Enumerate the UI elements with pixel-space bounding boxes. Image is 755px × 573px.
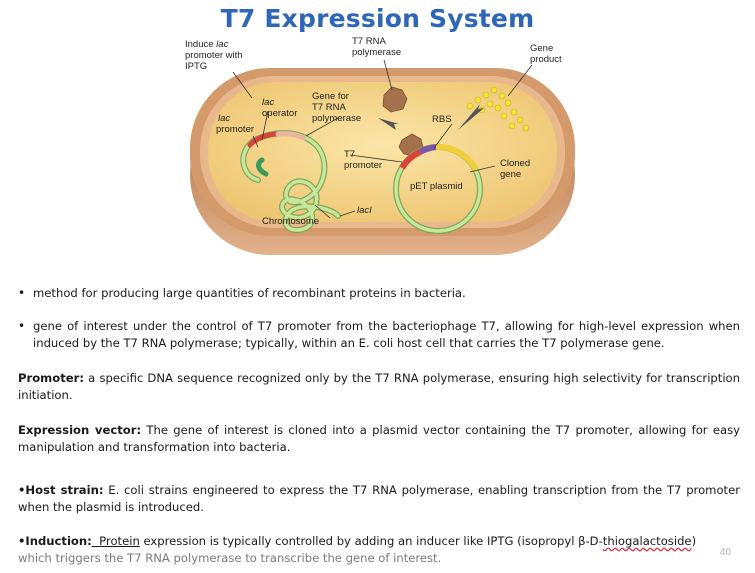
induction-paragraph: •Induction: Protein expression is typica… — [18, 534, 697, 565]
leader-lines — [232, 59, 533, 219]
svg-text:product: product — [530, 54, 562, 65]
label-lac-promoter: lac — [218, 113, 230, 124]
t7-expression-diagram: Induce lac promoter with IPTG T7 RNA pol… — [185, 36, 575, 255]
bullet-item: • method for producing large quantities … — [18, 286, 466, 300]
label-gene-for-t7: Gene for — [312, 91, 349, 102]
label-gene-product: Gene — [530, 43, 553, 54]
gene-product-dots — [466, 86, 530, 132]
label-t7-promoter: T7 — [344, 149, 355, 160]
process-arrows — [378, 104, 484, 130]
promoter-paragraph: Promoter: a specific DNA sequence recogn… — [18, 371, 740, 402]
pet-plasmid — [393, 143, 483, 234]
bullet-dot: • — [18, 286, 26, 300]
label-rbs: RBS — [432, 114, 452, 125]
page-number: 40 — [719, 547, 731, 558]
svg-text:promoter with: promoter with — [185, 50, 243, 61]
svg-text:promoter: promoter — [344, 160, 382, 171]
label-chromosome: Chromosome — [262, 216, 319, 227]
label-lac-operator: lac — [262, 97, 274, 108]
svg-text:T7 RNA: T7 RNA — [312, 102, 346, 113]
svg-text:IPTG: IPTG — [185, 61, 207, 72]
svg-text:polymerase: polymerase — [312, 113, 361, 124]
label-cloned-gene: Cloned — [500, 158, 530, 169]
chromosome-dna — [240, 130, 341, 234]
bullet-item: • gene of interest under the control of … — [18, 319, 740, 350]
label-laci: lacI — [357, 205, 372, 216]
label-induce: Induce lac — [185, 39, 229, 50]
svg-text:polymerase: polymerase — [352, 47, 401, 58]
label-t7-rna-polymerase: T7 RNA — [352, 36, 386, 47]
svg-text:promoter: promoter — [216, 124, 254, 135]
vector-paragraph: Expression vector: The gene of interest … — [18, 423, 740, 454]
host-paragraph: •Host strain: E. coli strains engineered… — [18, 483, 740, 514]
svg-text:operator: operator — [262, 108, 297, 119]
cell-interior — [208, 82, 557, 222]
svg-text:gene: gene — [500, 169, 521, 180]
bullet-dot: • — [18, 319, 26, 333]
label-pet-plasmid: pET plasmid — [410, 181, 463, 192]
page-title: T7 Expression System — [220, 4, 535, 33]
